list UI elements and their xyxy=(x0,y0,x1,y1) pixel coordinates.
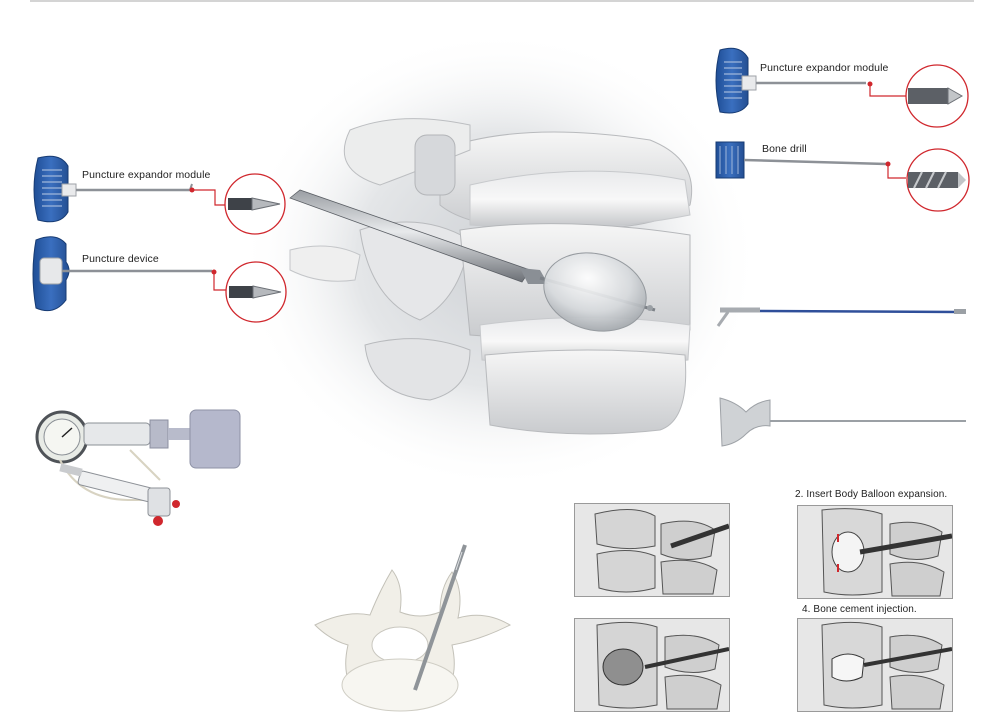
inflation-syringe xyxy=(35,409,241,526)
label-right-expandor: Puncture expandor module xyxy=(760,62,889,74)
callout-circle-tip-4 xyxy=(906,148,970,212)
step-panel-4 xyxy=(797,618,953,712)
top-divider xyxy=(30,0,974,2)
right-bone-drill xyxy=(715,141,887,179)
cannula-with-balloon xyxy=(289,189,656,332)
callout-circle-tip-1 xyxy=(224,173,286,235)
right-expandor-instrument xyxy=(715,47,866,114)
balloon-catheter xyxy=(716,307,966,327)
red-dot-marker xyxy=(885,161,891,167)
vertebra-top-view xyxy=(314,544,512,712)
step4-caption: 4. Bone cement injection. xyxy=(802,604,917,615)
left-puncture-device xyxy=(32,236,212,312)
callout-leader xyxy=(869,84,906,97)
callout-leader xyxy=(192,189,226,206)
step2-caption: 2. Insert Body Balloon expansion. xyxy=(795,489,948,500)
red-dot-marker xyxy=(189,187,195,193)
callout-leader xyxy=(887,164,906,179)
red-dot-marker xyxy=(211,269,217,275)
label-bone-drill: Bone drill xyxy=(762,143,807,155)
red-dot-marker xyxy=(867,81,873,87)
step-panel-2 xyxy=(797,505,953,599)
label-puncture-device: Puncture device xyxy=(82,253,159,265)
callout-circle-tip-2 xyxy=(225,261,287,323)
callout-leader xyxy=(213,272,226,291)
step-panel-3 xyxy=(574,618,730,712)
t-handle-stylet xyxy=(719,397,966,447)
left-expandor-instrument xyxy=(33,155,193,223)
label-left-expandor: Puncture expandor module xyxy=(82,169,211,181)
callout-circle-tip-3 xyxy=(905,64,969,128)
step-panel-1 xyxy=(574,503,730,597)
